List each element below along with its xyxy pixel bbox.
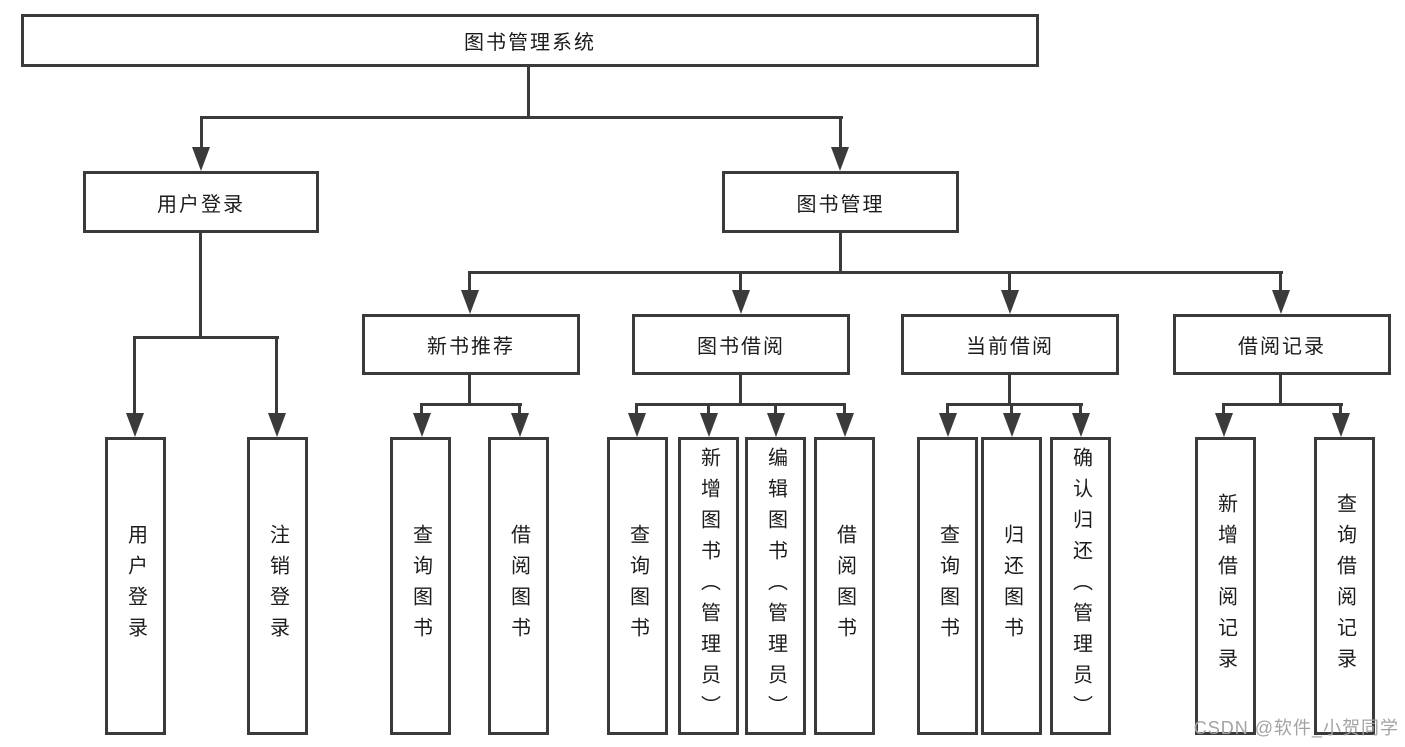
arrowhead-down-icon — [831, 147, 849, 171]
node-label: 查询图书 — [626, 524, 649, 648]
node-borrowing-records: 借阅记录 — [1173, 314, 1391, 375]
connector-userlogin-stub — [199, 233, 202, 339]
connector-newbook-stub — [468, 375, 471, 406]
arrowhead-down-icon — [939, 413, 957, 437]
connector-bookmgmt-branch — [468, 271, 1283, 274]
arrowhead-down-icon — [268, 413, 286, 437]
connector-drop-records — [1279, 271, 1282, 293]
connector-userlogin-branch — [133, 336, 279, 339]
connector-drop-leaf — [133, 336, 136, 416]
connector-drop-leaf — [774, 403, 777, 417]
connector-drop-user-login — [200, 116, 203, 149]
leaf-query-book-borrowing: 查询图书 — [607, 437, 668, 735]
arrowhead-down-icon — [1072, 413, 1090, 437]
node-label: 归还图书 — [1000, 524, 1023, 648]
node-label: 查询图书 — [936, 524, 959, 648]
node-label: 借阅图书 — [833, 524, 856, 648]
leaf-add-book-admin: 新增图书（管理员） — [678, 437, 739, 735]
node-user-login: 用户登录 — [83, 171, 319, 233]
connector-drop-leaf — [1222, 403, 1225, 417]
node-label: 借阅记录 — [1238, 336, 1326, 358]
node-label: 图书管理 — [796, 193, 885, 216]
arrowhead-down-icon — [700, 413, 718, 437]
node-label: 当前借阅 — [966, 336, 1054, 358]
node-label: 用户登录 — [157, 193, 245, 216]
arrowhead-down-icon — [126, 413, 144, 437]
node-label: 编辑图书（管理员） — [764, 446, 787, 726]
arrowhead-down-icon — [192, 147, 210, 171]
leaf-user-login: 用户登录 — [105, 437, 166, 735]
connector-borrow-branch — [635, 403, 846, 406]
csdn-watermark: CSDN @软件_小贺同学 — [1193, 718, 1399, 738]
arrowhead-down-icon — [1001, 290, 1019, 314]
connector-drop-leaf — [518, 403, 521, 417]
connector-drop-leaf — [707, 403, 710, 417]
node-label: 新增图书（管理员） — [697, 446, 720, 726]
connector-root-stub — [527, 66, 530, 118]
node-label: 查询借阅记录 — [1333, 493, 1356, 679]
connector-drop-newbook — [468, 271, 471, 293]
node-label: 借阅图书 — [507, 524, 530, 648]
arrowhead-down-icon — [836, 413, 854, 437]
connector-records-branch — [1222, 403, 1343, 406]
connector-current-stub — [1008, 375, 1011, 406]
leaf-query-book-current: 查询图书 — [917, 437, 978, 735]
node-label: 图书借阅 — [697, 336, 785, 358]
arrowhead-down-icon — [413, 413, 431, 437]
node-label: 注销登录 — [266, 524, 289, 648]
connector-bookmgmt-stub — [839, 233, 842, 274]
leaf-query-book-recommend: 查询图书 — [390, 437, 451, 735]
connector-drop-leaf — [1010, 403, 1013, 417]
node-book-management: 图书管理 — [722, 171, 959, 233]
leaf-borrow-book-recommend: 借阅图书 — [488, 437, 549, 735]
connector-records-stub — [1279, 375, 1282, 406]
node-label: 新增借阅记录 — [1214, 493, 1237, 679]
connector-drop-leaf — [275, 336, 278, 416]
node-label: 查询图书 — [409, 524, 432, 648]
connector-root-branch — [200, 116, 843, 119]
connector-drop-book-mgmt — [839, 116, 842, 149]
node-label: 用户登录 — [124, 524, 147, 648]
arrowhead-down-icon — [1332, 413, 1350, 437]
connector-drop-borrow — [739, 271, 742, 293]
arrowhead-down-icon — [1003, 413, 1021, 437]
arrowhead-down-icon — [1272, 290, 1290, 314]
arrowhead-down-icon — [767, 413, 785, 437]
leaf-query-borrowing-record: 查询借阅记录 — [1314, 437, 1375, 735]
connector-current-branch — [946, 403, 1083, 406]
node-library-management-system: 图书管理系统 — [21, 14, 1039, 67]
arrowhead-down-icon — [1215, 413, 1233, 437]
connector-drop-leaf — [1079, 403, 1082, 417]
node-current-borrowing: 当前借阅 — [901, 314, 1119, 375]
connector-drop-leaf — [946, 403, 949, 417]
connector-drop-current — [1008, 271, 1011, 293]
connector-drop-leaf — [1339, 403, 1342, 417]
arrowhead-down-icon — [732, 290, 750, 314]
connector-drop-leaf — [843, 403, 846, 417]
node-label: 新书推荐 — [427, 336, 515, 358]
leaf-borrow-book: 借阅图书 — [814, 437, 875, 735]
leaf-add-borrowing-record: 新增借阅记录 — [1195, 437, 1256, 735]
arrowhead-down-icon — [461, 290, 479, 314]
connector-drop-leaf — [420, 403, 423, 417]
connector-borrow-stub — [739, 375, 742, 406]
node-label: 确认归还（管理员） — [1069, 446, 1092, 726]
node-label: 图书管理系统 — [464, 32, 596, 54]
leaf-logout: 注销登录 — [247, 437, 308, 735]
leaf-confirm-return-admin: 确认归还（管理员） — [1050, 437, 1111, 735]
leaf-return-book: 归还图书 — [981, 437, 1042, 735]
node-new-book-recommend: 新书推荐 — [362, 314, 580, 375]
connector-newbook-branch — [420, 403, 522, 406]
leaf-edit-book-admin: 编辑图书（管理员） — [745, 437, 806, 735]
arrowhead-down-icon — [628, 413, 646, 437]
connector-drop-leaf — [635, 403, 638, 417]
node-book-borrowing: 图书借阅 — [632, 314, 850, 375]
arrowhead-down-icon — [511, 413, 529, 437]
